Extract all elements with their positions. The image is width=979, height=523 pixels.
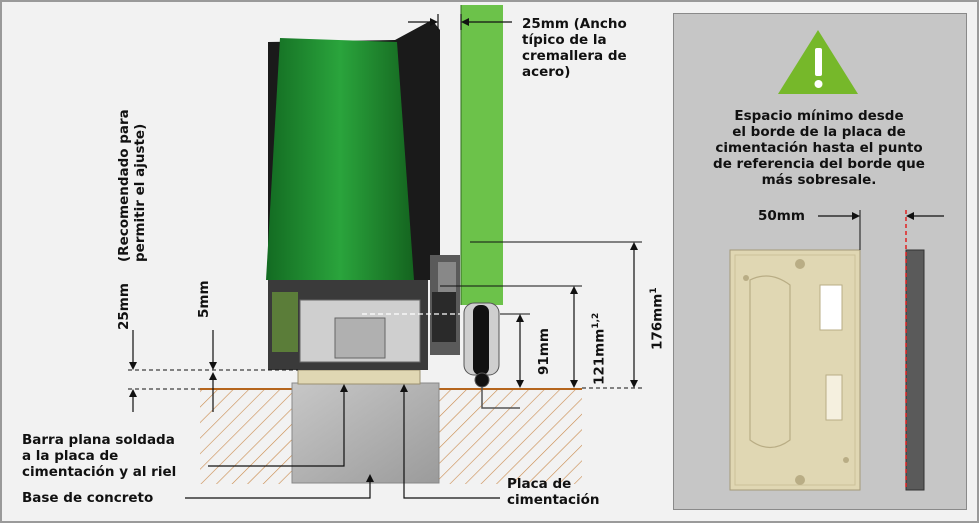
foundation-plate-label: Placa de cimentación — [507, 476, 600, 508]
50mm-label: 50mm — [758, 208, 805, 224]
flat-bar-label: Barra plana soldada a la placa de ciment… — [22, 432, 177, 480]
121mm-superscript: 1,2 — [591, 312, 601, 329]
guide-wheel — [463, 302, 520, 409]
height-dimensions — [440, 241, 642, 389]
foundation-plate-top-view — [729, 249, 861, 491]
176mm-label: 176mm1 — [646, 287, 666, 350]
121mm-label: 121mm1,2 — [588, 313, 608, 385]
176mm-superscript: 1 — [649, 287, 659, 294]
steel-rack — [461, 5, 503, 305]
rack-width-dimension — [408, 14, 512, 30]
121mm-value: 121mm — [591, 328, 608, 385]
ground — [200, 388, 582, 484]
leader-lines — [185, 384, 500, 499]
50mm-dimension — [818, 212, 944, 220]
rack-side-bar — [905, 249, 925, 491]
gate-motor — [266, 20, 460, 370]
recommended-label: (Recomendado para permitir el ajuste) — [116, 109, 148, 262]
left-25mm-label: 25mm — [116, 283, 132, 330]
5mm-dimension — [209, 330, 217, 412]
concrete-base — [291, 382, 440, 484]
rack-width-label: 25mm (Ancho típico de la cremallera de a… — [522, 16, 627, 80]
5mm-label: 5mm — [196, 280, 212, 318]
min-space-label: Espacio mínimo desde el borde de la plac… — [713, 108, 925, 188]
left-25mm-dimension — [129, 330, 137, 412]
warning-triangle-icon — [778, 30, 858, 94]
concrete-base-label: Base de concreto — [22, 490, 154, 506]
176mm-value: 176mm — [649, 293, 666, 350]
91mm-label: 91mm — [536, 328, 552, 375]
foundation-plate — [297, 369, 421, 385]
